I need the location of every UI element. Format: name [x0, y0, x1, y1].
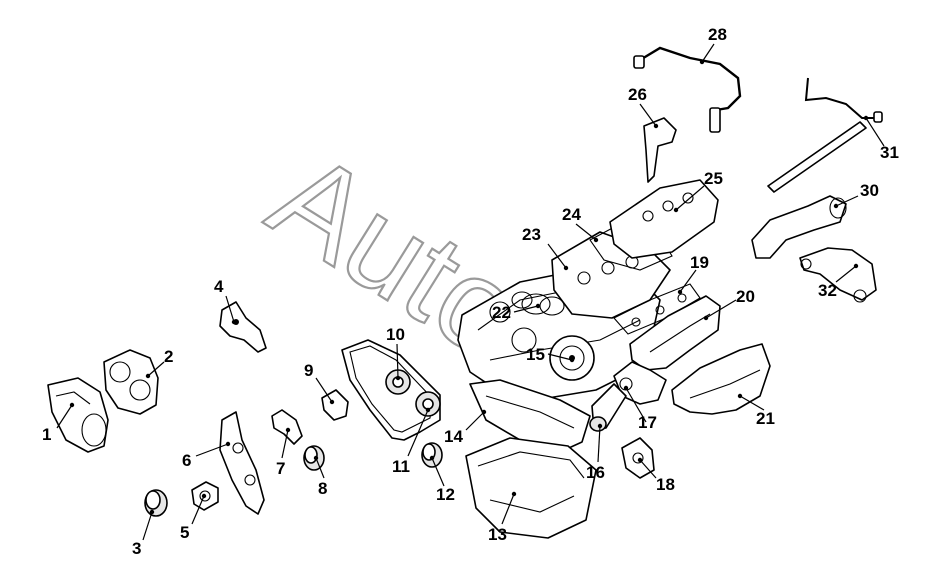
part-1-timing-cover — [47, 377, 109, 453]
part-6-timing-plate — [219, 411, 265, 515]
callout-22: 22 — [492, 303, 511, 322]
leader-lines — [56, 43, 885, 541]
callout-26: 26 — [628, 85, 647, 104]
callout-30: 30 — [860, 181, 879, 200]
part-21-heat-shield — [671, 343, 771, 415]
callout-1: 1 — [42, 425, 51, 444]
callout-18: 18 — [656, 475, 675, 494]
part-13-oil-pan — [465, 437, 597, 539]
part-4-bracket — [219, 301, 267, 353]
callout-25: 25 — [704, 169, 723, 188]
callout-21: 21 — [756, 409, 775, 428]
part-30-coolant-pipe — [751, 195, 847, 259]
callout-23: 23 — [522, 225, 541, 244]
callout-9: 9 — [304, 361, 313, 380]
callout-13: 13 — [488, 525, 507, 544]
part-3-pulley — [144, 489, 168, 517]
part-31-dipstick-tube — [767, 77, 883, 193]
callout-24: 24 — [562, 205, 581, 224]
part-7-idler-bracket — [271, 409, 303, 445]
part-19-gasket — [613, 283, 701, 335]
callout-12: 12 — [436, 485, 455, 504]
callout-7: 7 — [276, 459, 285, 478]
callout-15: 15 — [526, 345, 545, 364]
callout-17: 17 — [638, 413, 657, 432]
callout-numbers: 1 2 3 4 5 6 7 8 9 10 11 12 13 14 15 16 1… — [42, 25, 899, 558]
callout-2: 2 — [164, 347, 173, 366]
part-10-11-timing-belt — [341, 339, 441, 441]
callout-4: 4 — [214, 277, 224, 296]
callout-19: 19 — [690, 253, 709, 272]
callout-32: 32 — [818, 281, 837, 300]
part-26-ignition-coil — [643, 117, 677, 183]
callout-8: 8 — [318, 479, 327, 498]
part-12-pulley — [421, 442, 443, 468]
part-28-sensor-wire — [633, 46, 742, 133]
part-25-valve-cover — [609, 179, 719, 259]
part-14-oil-pan-upper — [469, 379, 591, 453]
callout-20: 20 — [736, 287, 755, 306]
callout-14: 14 — [444, 427, 463, 446]
part-9-bracket — [321, 389, 349, 421]
part-32-coolant-outlet — [799, 247, 877, 303]
callout-3: 3 — [132, 539, 141, 558]
callout-6: 6 — [182, 451, 191, 470]
callout-11: 11 — [392, 457, 410, 476]
callout-10: 10 — [386, 325, 405, 344]
callout-5: 5 — [180, 523, 189, 542]
callout-16: 16 — [586, 463, 605, 482]
part-2-timing-cover — [103, 349, 159, 415]
callout-28: 28 — [708, 25, 727, 44]
part-16-oil-filter — [589, 383, 627, 432]
callout-31: 31 — [880, 143, 899, 162]
part-18-bracket — [621, 437, 655, 479]
